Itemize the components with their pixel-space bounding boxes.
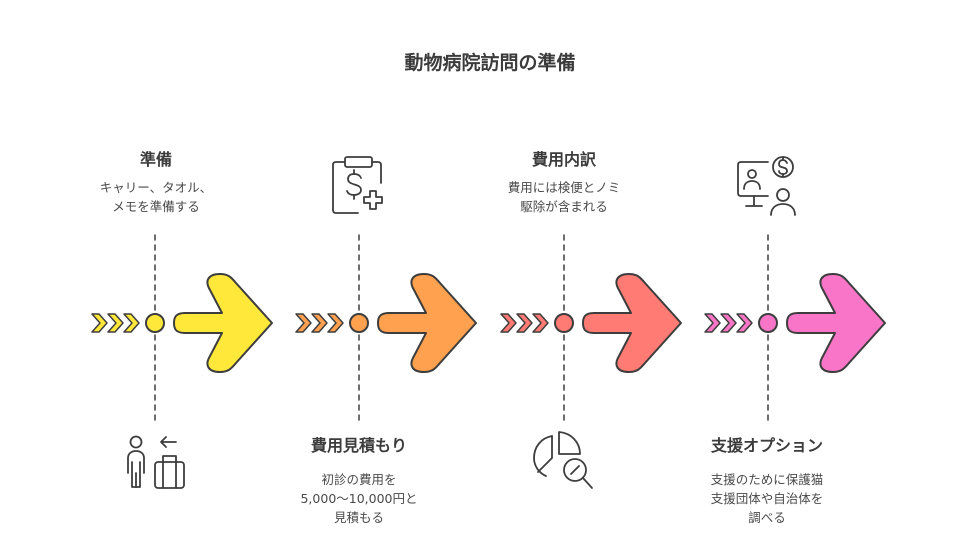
step-2-line-2: 5,000〜10,000円と (300, 491, 418, 506)
step-4-description: 支援のために保護猫 支援団体や自治体を 調べる (667, 470, 867, 527)
step-3-heading: 費用内訳 (531, 150, 596, 169)
step-1-heading: 準備 (139, 150, 172, 169)
person-luggage-icon (127, 435, 185, 489)
step-1-timeline (91, 234, 273, 421)
step-1-node (145, 313, 165, 333)
step-3-description: 費用には検便とノミ 駆除が含まれる (464, 178, 664, 216)
step-3-chevrons (500, 313, 549, 333)
step-2-arrow (377, 273, 477, 373)
step-2-line-1: 初診の費用を (321, 472, 397, 487)
step-4-line-2: 支援団体や自治体を (710, 491, 824, 506)
step-1-chevrons (91, 313, 140, 333)
step-3-arrow (582, 273, 682, 373)
monitor-dollar-person-icon (737, 156, 796, 216)
diagram-title: 動物病院訪問の準備 (404, 52, 576, 74)
step-4-line-3: 調べる (748, 510, 786, 525)
step-4-chevrons (704, 313, 753, 333)
step-2-chevrons (295, 313, 344, 333)
step-1-description: キャリー、タオル、 メモを準備する (56, 178, 256, 216)
step-3-line-2: 駆除が含まれる (520, 199, 608, 214)
step-4-heading: 支援オプション (710, 436, 823, 455)
clipboard-dollar-plus-icon (332, 156, 383, 214)
step-3-node (554, 313, 574, 333)
step-1-line-2: メモを準備する (112, 199, 200, 214)
step-2-node (349, 313, 369, 333)
pie-chart-magnifier-icon (533, 431, 593, 489)
step-2-heading: 費用見積もり (310, 436, 407, 455)
step-3-line-1: 費用には検便とノミ (507, 180, 621, 195)
step-1-arrow (173, 273, 273, 373)
step-2-timeline (295, 234, 477, 421)
step-1-line-1: キャリー、タオル、 (99, 180, 213, 195)
step-4-arrow (786, 273, 886, 373)
step-2-line-3: 見積もる (333, 510, 384, 525)
step-2-description: 初診の費用を 5,000〜10,000円と 見積もる (259, 470, 459, 527)
step-4-node (758, 313, 778, 333)
step-4-line-1: 支援のために保護猫 (710, 472, 824, 487)
step-4-timeline (704, 234, 886, 421)
step-3-timeline (500, 234, 682, 421)
